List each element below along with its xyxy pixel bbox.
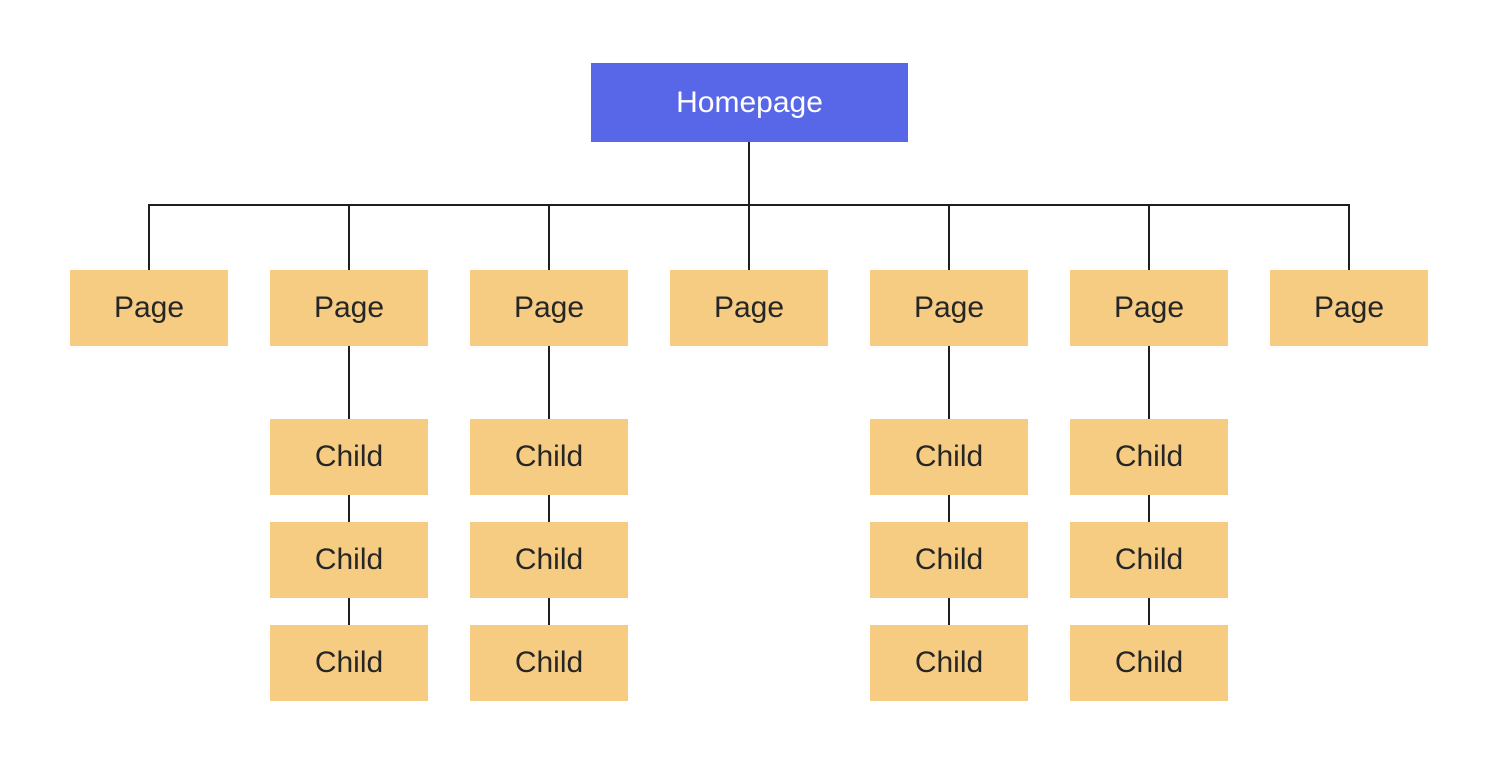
- connector-line: [548, 598, 550, 625]
- root-node: Homepage: [591, 63, 908, 142]
- connector-line: [548, 495, 550, 522]
- connector-line: [548, 346, 550, 419]
- connector-line: [1148, 495, 1150, 522]
- child-node: Child: [1070, 419, 1228, 495]
- child-node: Child: [470, 522, 628, 598]
- connector-line: [1348, 204, 1350, 270]
- child-node: Child: [470, 419, 628, 495]
- child-node: Child: [870, 419, 1028, 495]
- connector-line: [348, 346, 350, 419]
- connector-line: [748, 142, 750, 270]
- connector-line: [948, 346, 950, 419]
- page-node: Page: [1270, 270, 1428, 346]
- connector-line: [1148, 598, 1150, 625]
- child-node: Child: [870, 522, 1028, 598]
- connector-line: [1148, 204, 1150, 270]
- connector-line: [948, 495, 950, 522]
- connector-line: [1148, 346, 1150, 419]
- child-node: Child: [270, 419, 428, 495]
- page-node: Page: [870, 270, 1028, 346]
- connector-line: [948, 204, 950, 270]
- page-node: Page: [270, 270, 428, 346]
- page-node: Page: [1070, 270, 1228, 346]
- page-node: Page: [470, 270, 628, 346]
- connector-line: [148, 204, 150, 270]
- connector-line: [548, 204, 550, 270]
- connector-line: [348, 495, 350, 522]
- connector-line: [948, 598, 950, 625]
- child-node: Child: [1070, 522, 1228, 598]
- child-node: Child: [870, 625, 1028, 701]
- connector-line: [348, 204, 350, 270]
- child-node: Child: [270, 625, 428, 701]
- page-node: Page: [670, 270, 828, 346]
- child-node: Child: [1070, 625, 1228, 701]
- page-node: Page: [70, 270, 228, 346]
- child-node: Child: [270, 522, 428, 598]
- child-node: Child: [470, 625, 628, 701]
- connector-line: [348, 598, 350, 625]
